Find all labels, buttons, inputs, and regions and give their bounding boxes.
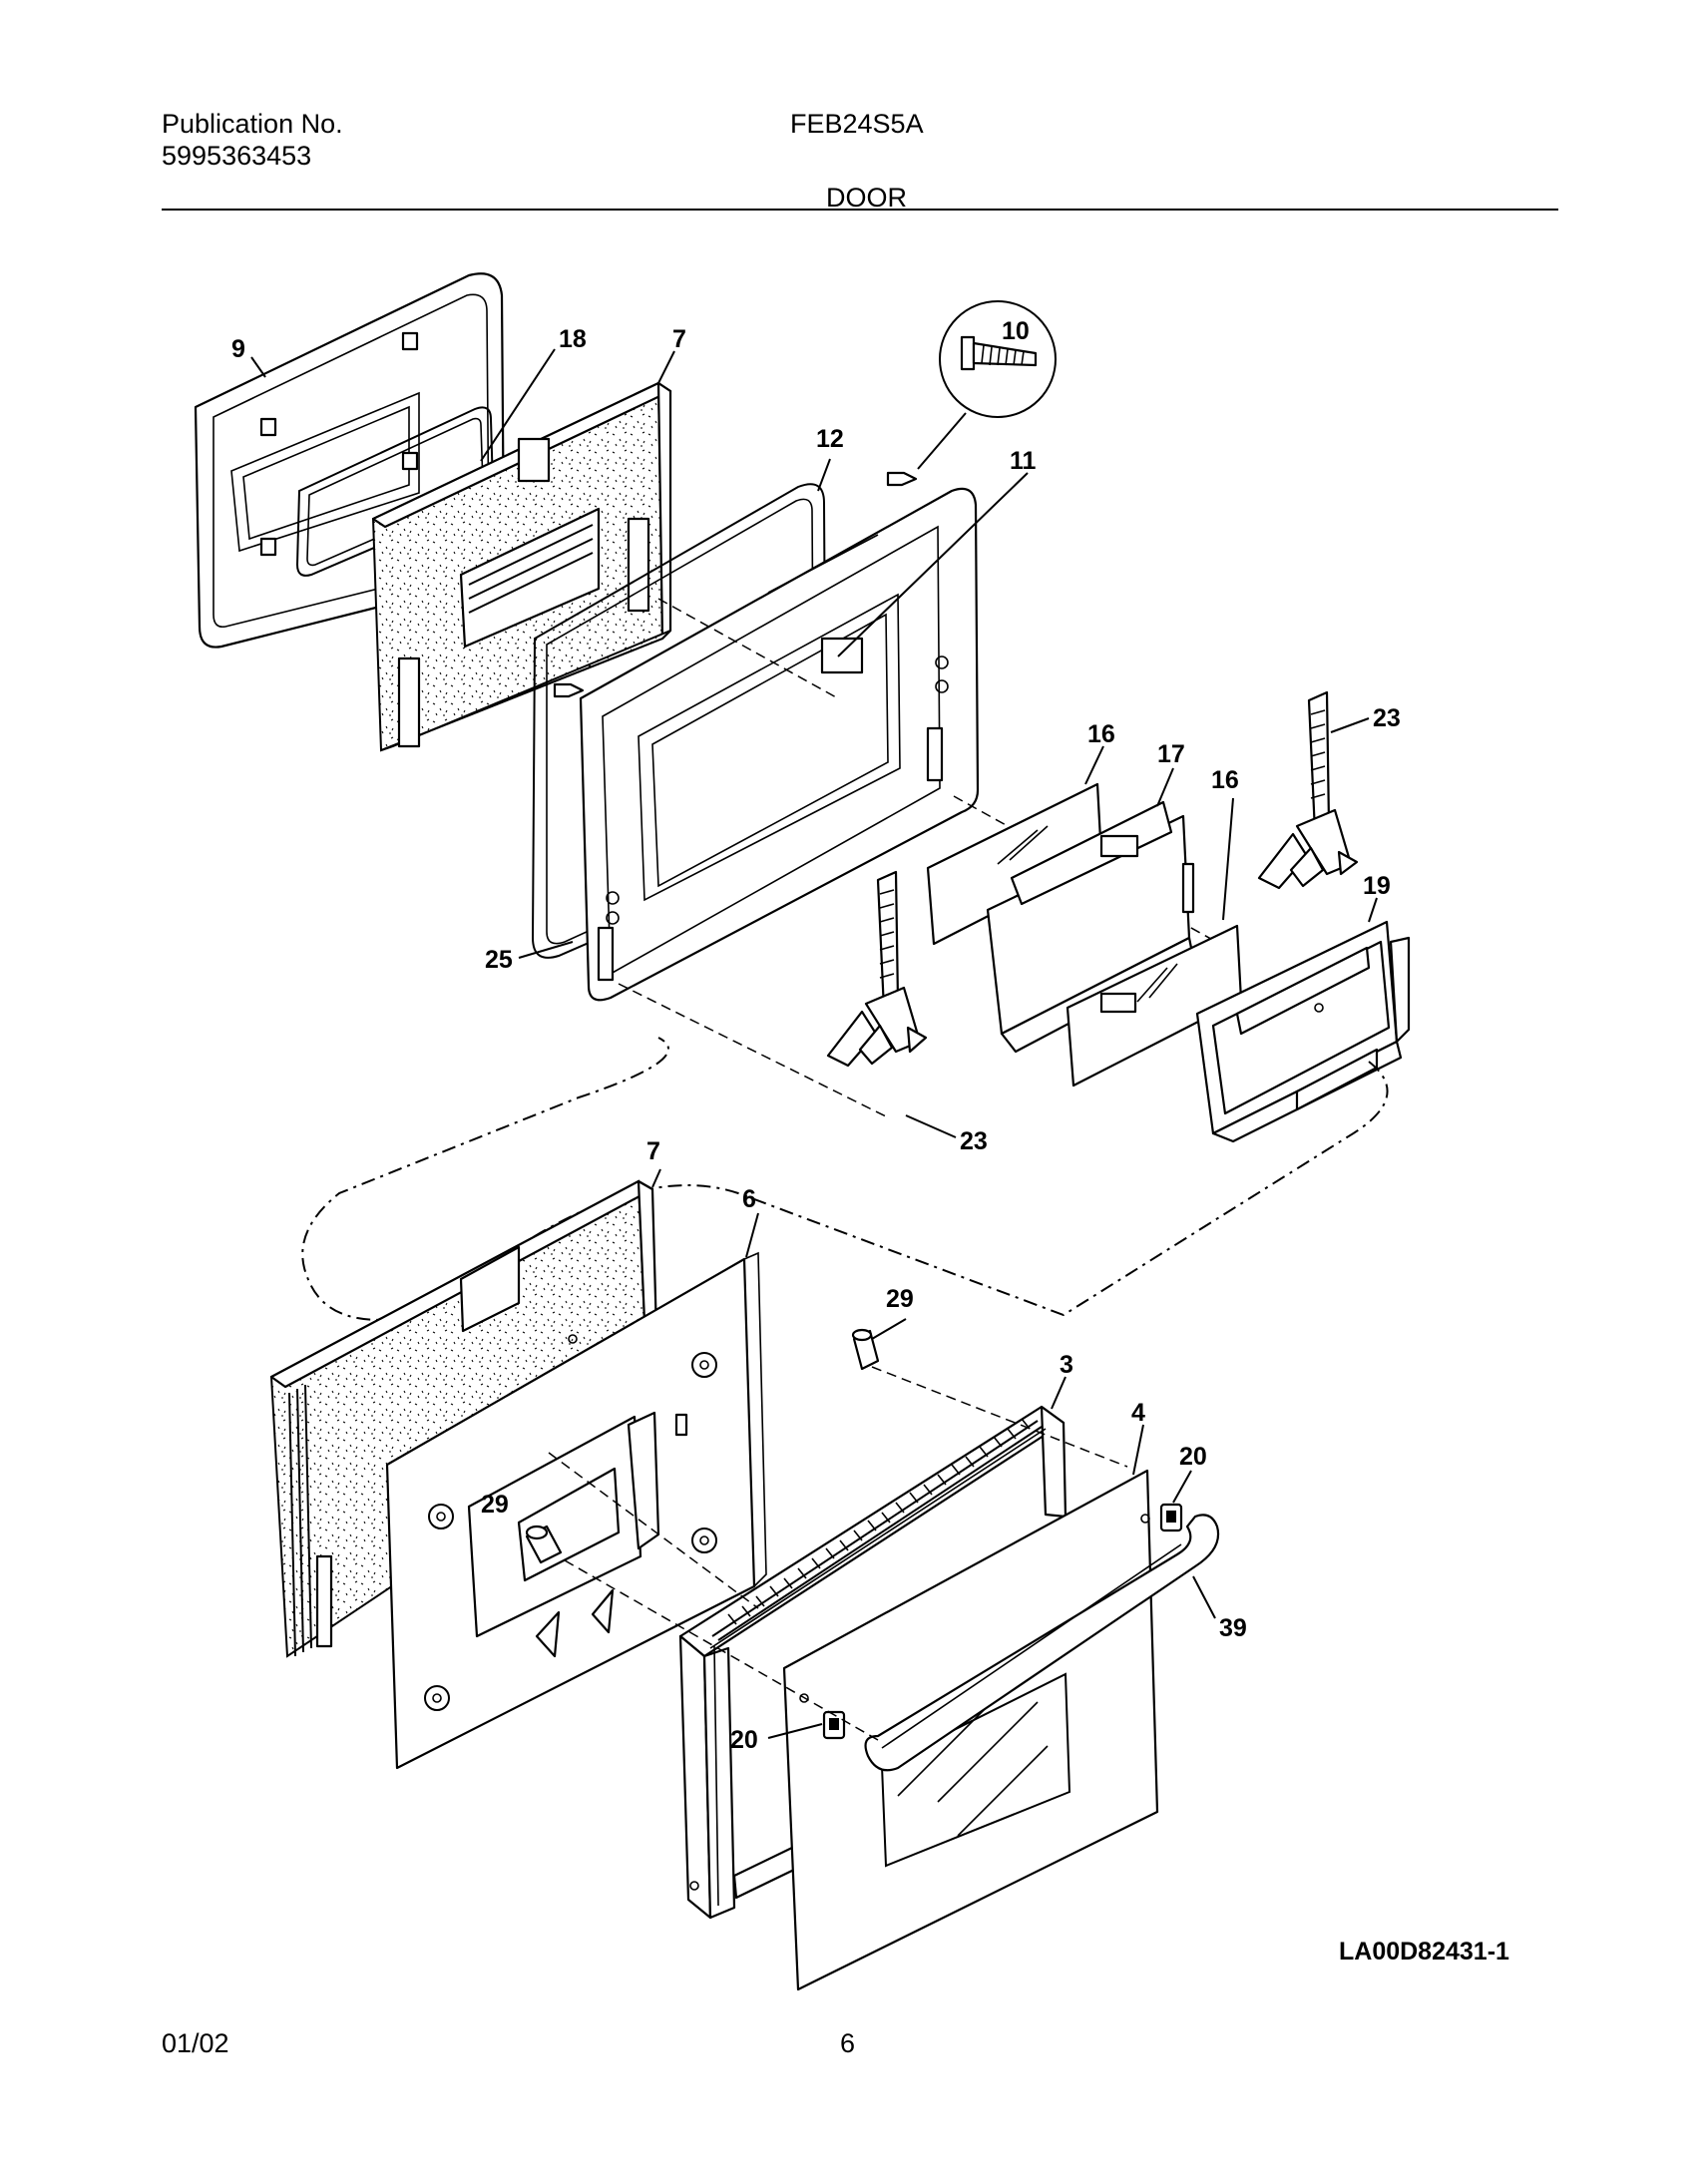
leader-16-left: [1084, 745, 1104, 785]
leader-18: [480, 348, 556, 462]
callout-16-left: 16: [1087, 720, 1115, 748]
leader-17: [1156, 767, 1174, 807]
leader-4: [1132, 1424, 1144, 1476]
callout-20-left: 20: [730, 1726, 758, 1754]
diagram-reference-code: LA00D82431-1: [1339, 1938, 1509, 1965]
part-19-channel: [1195, 920, 1411, 1143]
part-7-lower-insulation: [269, 1179, 660, 1658]
part-10-screw: [553, 300, 1057, 698]
leader-29-top: [871, 1318, 907, 1340]
part-3-outer-frame: [678, 1405, 1068, 1920]
model-number: FEB24S5A: [790, 109, 924, 139]
alignment-line: [564, 1559, 879, 1741]
leader-6: [745, 1212, 759, 1258]
page-number: 6: [840, 2028, 856, 2058]
callout-6: 6: [742, 1185, 756, 1213]
part-29-bushing-top: [851, 1328, 880, 1371]
callout-7-lower: 7: [646, 1137, 660, 1165]
leader-20-left: [767, 1723, 823, 1739]
leader-7-upper: [657, 350, 675, 384]
callout-20-right: 20: [1179, 1443, 1207, 1471]
leader-9: [250, 356, 266, 378]
leader-23-lower: [905, 1114, 957, 1138]
part-20-end-cap-left: [822, 1710, 846, 1740]
callout-10: 10: [1002, 317, 1030, 345]
part-7-upper-insulation: [371, 381, 672, 752]
alignment-line: [871, 1366, 1128, 1468]
callout-23-lower: 23: [960, 1127, 988, 1155]
callout-12: 12: [816, 425, 844, 453]
footer-date: 01/02: [162, 2028, 229, 2058]
callout-19: 19: [1363, 872, 1391, 900]
alignment-line: [657, 598, 839, 699]
callout-18: 18: [559, 325, 587, 353]
leader-25: [518, 941, 574, 959]
header-rule: [162, 209, 1558, 211]
section-title: DOOR: [826, 183, 907, 213]
callout-29-top: 29: [886, 1285, 914, 1313]
leader-23-upper: [1330, 717, 1370, 733]
callout-3: 3: [1060, 1351, 1073, 1379]
leader-16-right: [1222, 797, 1234, 921]
publication-label: Publication No.: [162, 109, 343, 139]
publication-number: 5995363453: [162, 141, 312, 171]
leader-7-lower: [651, 1168, 661, 1188]
callout-29-bottom: 29: [481, 1491, 509, 1519]
leader-39: [1192, 1575, 1216, 1619]
callout-7-upper: 7: [672, 325, 686, 353]
part-29-bushing-bottom: [525, 1525, 563, 1564]
leader-20-right: [1172, 1470, 1192, 1504]
leader-19: [1368, 897, 1378, 923]
alignment-line: [548, 1452, 759, 1609]
part-23-hinge-upper: [1257, 690, 1359, 890]
callout-16-right: 16: [1211, 766, 1239, 794]
part-20-end-cap-right: [1159, 1503, 1183, 1532]
part-23-hinge-lower: [826, 870, 928, 1068]
callout-4: 4: [1131, 1399, 1145, 1427]
callout-9: 9: [231, 335, 245, 363]
callout-25: 25: [485, 946, 513, 974]
callout-17: 17: [1157, 740, 1185, 768]
alignment-line: [618, 983, 889, 1118]
part-11-leader: [837, 472, 1029, 657]
leader-12: [817, 458, 831, 492]
leader-3: [1051, 1376, 1067, 1410]
callout-39: 39: [1219, 1614, 1247, 1642]
callout-23-upper: 23: [1373, 704, 1401, 732]
part-39-handle: [864, 1514, 1220, 1772]
callout-11: 11: [1010, 447, 1037, 475]
